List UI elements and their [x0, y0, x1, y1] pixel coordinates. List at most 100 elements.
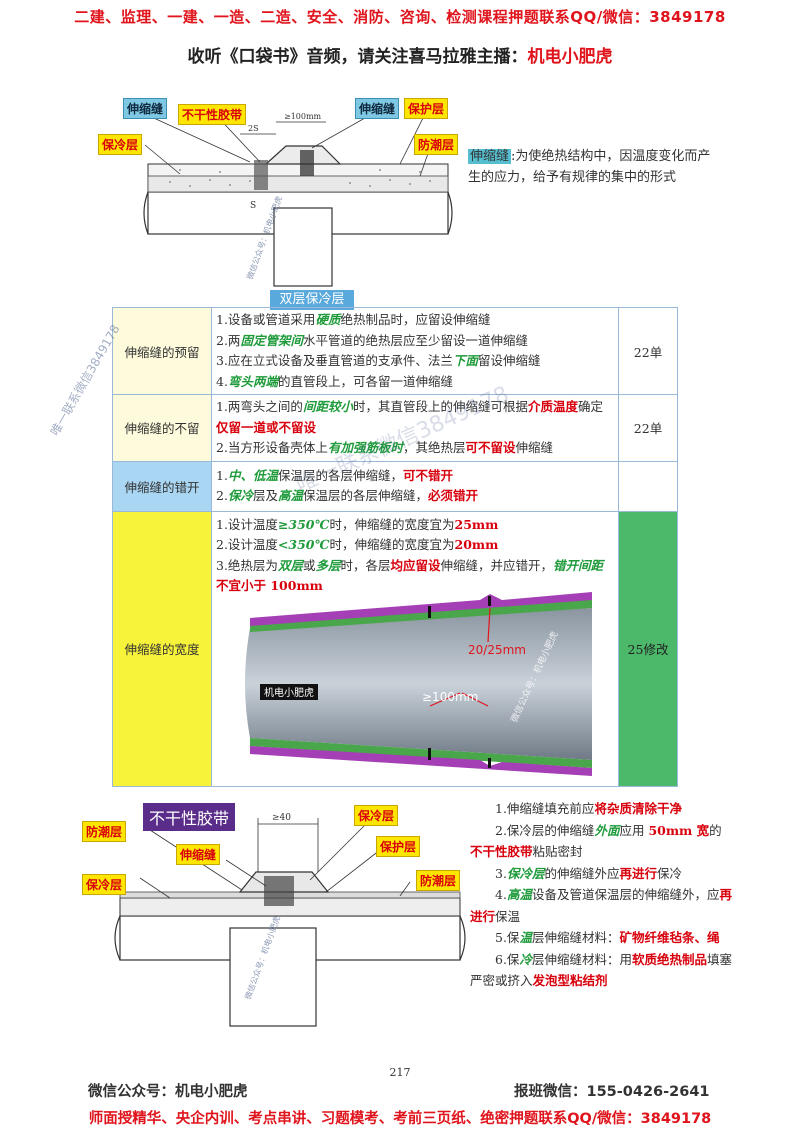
text-run: 时，伸缩缝的宽度宜为: [329, 537, 455, 552]
pipe-offset-label: ≥100mm: [422, 690, 478, 704]
text-run: 粘贴密封: [532, 844, 583, 859]
dim-s: S: [250, 201, 256, 211]
text-run: 双层: [277, 557, 303, 573]
text-run: 均应留设: [390, 557, 441, 573]
text-run: 20mm: [454, 537, 499, 552]
top-contact-banner: 二建、监理、一建、一造、二造、安全、消防、咨询、检测课程押题联系QQ/微信：38…: [74, 8, 726, 26]
bottom-contact-banner: 师面授精华、央企内训、考点串讲、习题模考、考前三页纸、绝密押题联系QQ/微信：3…: [88, 1111, 712, 1127]
joint-marker-top-2: [488, 596, 491, 606]
text-run: 1.设备或管道采用: [216, 312, 316, 327]
text-run: 2.: [216, 488, 228, 503]
text-run: 5.保: [495, 930, 520, 945]
row-label: 伸缩缝的不留: [112, 394, 212, 462]
top-joint-diagram: 2S ≥100mm S 微信公众号：机电小肥虎: [143, 112, 453, 287]
text-run: ，其绝热层: [402, 440, 466, 455]
definition-term: 伸缩缝: [468, 149, 512, 164]
table-row: 伸缩缝的不留 1.两弯头之间的间距较小时，其直管段上的伸缩缝可根据介质温度确定仅…: [112, 394, 678, 462]
text-run: 温: [519, 930, 532, 945]
row-item: 不宜小于 100mm: [216, 576, 614, 597]
text-run: <350℃: [277, 537, 330, 552]
text-run: 保冷: [227, 488, 253, 503]
text-run: 保温: [495, 908, 521, 924]
definition-box: 伸缩缝:为使绝热结构中，因温度变化而产生的应力，给予有规律的集中的形式: [468, 146, 718, 188]
text-run: 间距较小: [302, 399, 353, 414]
callout-insulation-left: 保冷层: [82, 874, 127, 895]
page-number: 217: [389, 1066, 411, 1079]
text-run: 冷: [519, 951, 532, 967]
text-run: 软质绝热制品: [631, 951, 707, 967]
note-item: 5.保温层伸缩缝材料：矿物纤维毡条、绳: [470, 927, 732, 949]
dim-2s: 2S: [248, 124, 259, 133]
pipe-top-purple-layer: [250, 592, 592, 626]
joint-marker-top-1: [428, 606, 431, 618]
definition-text: :为使绝热结构中，因温度变化而产生的应力，给予有规律的集中的形式: [468, 149, 711, 185]
callout-expansion-joint: 伸缩缝: [176, 844, 221, 865]
row-item: 4.弯头两端的直管段上，可各留一道伸缩缝: [216, 372, 614, 393]
text-run: 保冷层: [506, 865, 545, 881]
callout-moisture-right: 防潮层: [416, 870, 461, 891]
text-run: 绝热制品时，应留设伸缩缝: [340, 312, 491, 327]
row-item: 1.两弯头之间的间距较小时，其直管段上的伸缩缝可根据介质温度确定: [216, 397, 614, 418]
text-run: 不宜小于 100mm: [216, 578, 323, 593]
audio-subtitle: 收听《口袋书》音频，请关注喜马拉雅主播：机电小肥虎: [0, 42, 800, 67]
note-item: 2.保冷层的伸缩缝外面应用 50mm 宽的不干性胶带粘贴密封: [470, 820, 732, 863]
row-item: 3.绝热层为双层或多层时，各层均应留设伸缩缝，并应错开，错开间距: [216, 556, 614, 577]
text-run: 固定管架间: [240, 332, 303, 348]
row-note: 22单: [618, 307, 678, 395]
text-run: 保冷: [656, 865, 682, 881]
row-item: 1.设计温度≥350℃时，伸缩缝的宽度宜为25mm: [216, 515, 614, 536]
text-run: 中、低温: [227, 467, 278, 483]
text-run: 介质温度: [527, 399, 578, 414]
pipe-bottom-green-layer: [250, 738, 592, 768]
text-run: 层伸缩缝材料：: [531, 930, 620, 945]
footer-right: 报班微信：155-0426-2641: [514, 1084, 710, 1100]
text-run: 层伸缩缝材料：用: [531, 951, 632, 967]
pipe-brand-label: 机电小肥虎: [264, 686, 314, 699]
text-run: 时，各层: [340, 557, 391, 573]
text-run: 将杂质清除干净: [594, 801, 682, 816]
text-run: 2.设计温度: [216, 537, 278, 552]
text-run: 仅留一道或不留设: [216, 419, 317, 435]
text-run: 3.: [495, 865, 507, 881]
section-tag-double-insulation: 双层保冷层: [270, 290, 354, 310]
text-run: 2.当方形设备壳体上: [216, 440, 328, 455]
pipe-inner-surface: [245, 608, 592, 760]
joint-marker-bottom-1: [428, 748, 431, 760]
pipe-support: [273, 207, 333, 287]
text-run: 4.: [216, 373, 228, 389]
note-item: 1.伸缩缝填充前应将杂质清除干净: [470, 798, 732, 820]
text-run: 确定: [577, 399, 603, 414]
row-note: 25修改: [618, 510, 678, 787]
row-note: [618, 460, 678, 512]
callout-insulation-right: 保冷层: [354, 805, 399, 826]
text-run: 发泡型粘结剂: [532, 973, 608, 988]
text-run: 50mm 宽: [648, 822, 710, 838]
text-run: 再进行: [619, 865, 657, 881]
text-run: 6.保: [495, 951, 520, 967]
text-run: 伸缩缝: [515, 440, 553, 455]
footer-left: 微信公众号：机电小肥虎: [88, 1084, 248, 1100]
callout-protective-layer: 保护层: [376, 836, 421, 857]
text-run: 保温层的各层伸缩缝，: [302, 488, 428, 503]
callout-nondry-tape: 不干性胶带: [143, 803, 236, 831]
row-note: 22单: [618, 394, 678, 462]
text-run: 或: [302, 557, 316, 573]
text-run: 高温: [277, 488, 303, 503]
text-run: 多层: [315, 557, 341, 573]
note-item: 6.保冷层伸缩缝材料：用软质绝热制品填塞严密或挤入发泡型粘结剂: [470, 949, 732, 992]
host-name: 机电小肥虎: [527, 47, 613, 67]
note-item: 4.高温设备及管道保温层的伸缩缝外，应再进行保温: [470, 884, 732, 927]
callout-expansion-joint-left: 伸缩缝: [123, 98, 168, 119]
text-run: 矿物纤维毡条、绳: [619, 930, 720, 945]
text-run: 水平管道的绝热层应至少留设一道伸缩缝: [302, 332, 528, 348]
text-run: 错开间距: [553, 557, 604, 573]
callout-moisture-left: 防潮层: [82, 821, 127, 842]
callout-insulation-layer: 保冷层: [98, 134, 143, 155]
text-run: 设备及管道保温层的伸缩缝外，应: [531, 887, 720, 902]
callout-protective-layer: 保护层: [404, 98, 449, 119]
bottom-joint-diagram: ≥40 微信公众号：机电小肥虎: [114, 813, 466, 1027]
note-item: 3.保冷层的伸缩缝外应再进行保冷: [470, 863, 732, 885]
